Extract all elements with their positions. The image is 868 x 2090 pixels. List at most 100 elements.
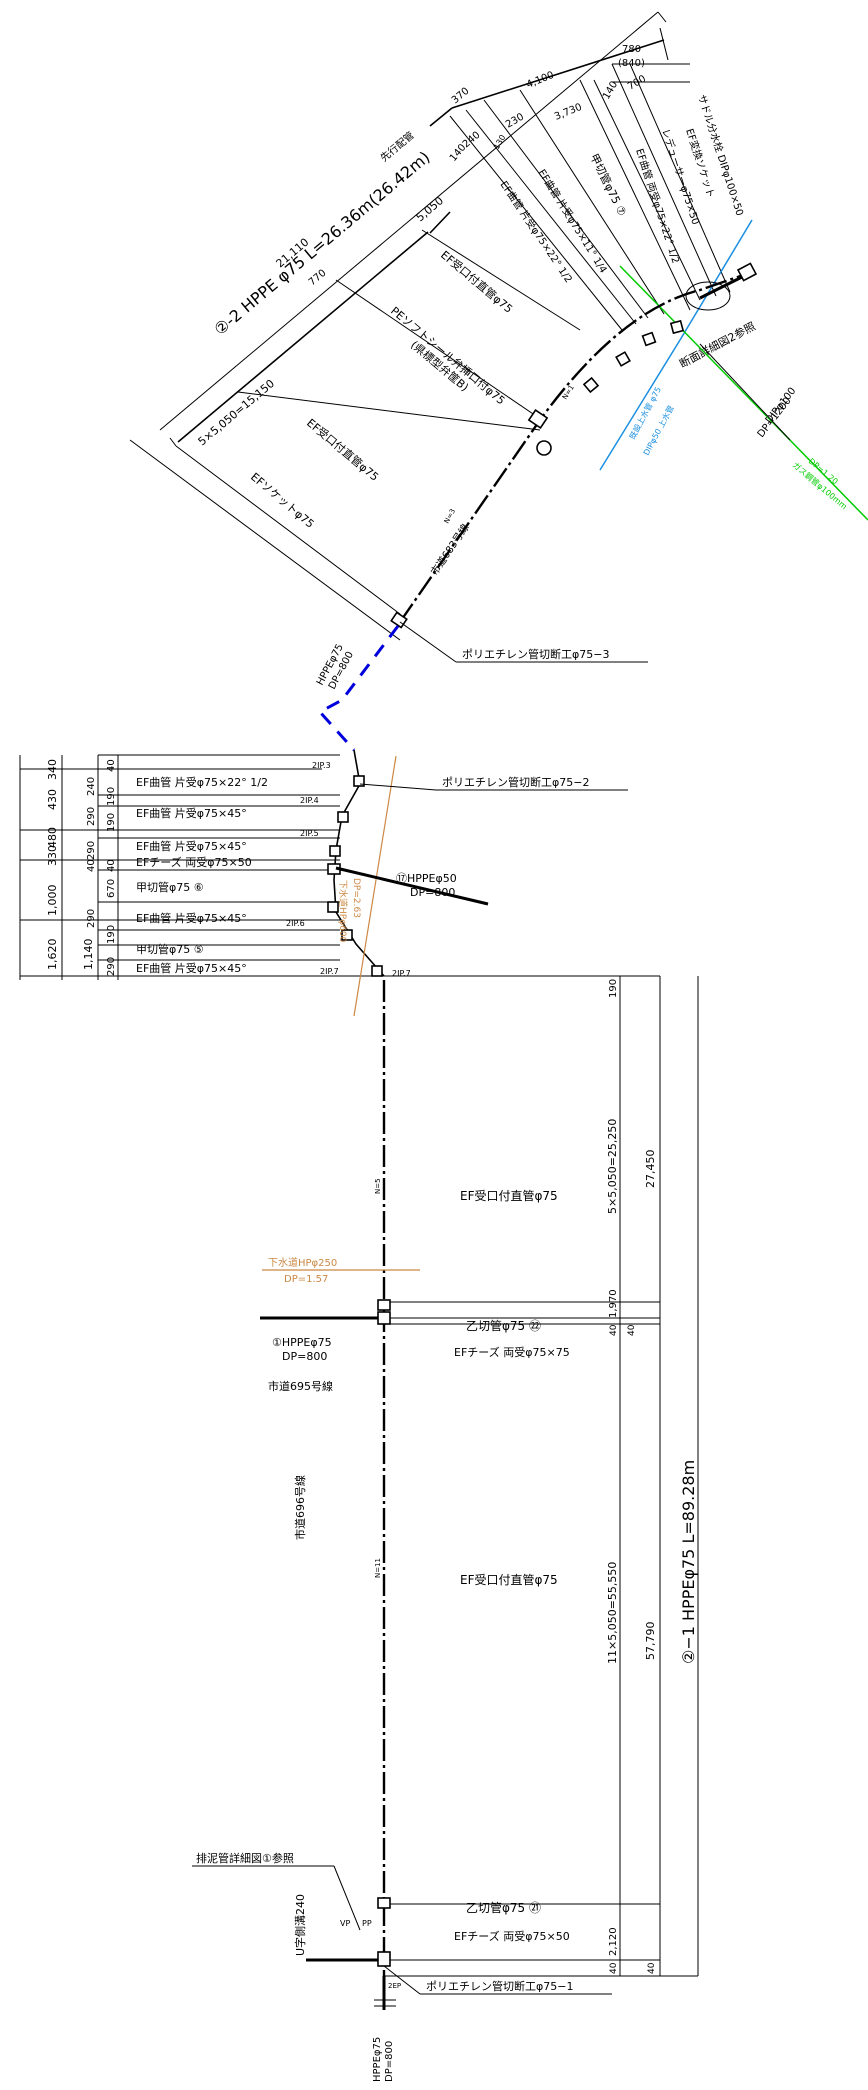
sewer-600-dp: DP=2.63 (351, 878, 361, 918)
ldim-1140: 1,140 (82, 939, 95, 971)
label-dip-dp: DP=1200 (756, 396, 794, 440)
idim-240: 240 (86, 777, 97, 796)
label-otsu-21: 乙切管φ75 ㉑ (466, 1900, 541, 1915)
pp-label: PP (362, 1919, 372, 1928)
bottom-dp: DP=800 (384, 2041, 395, 2082)
row-kou-6: 甲切管φ75 ⑥ (136, 880, 204, 894)
row-bend-45a: EF曲管 片受φ75×45° (136, 806, 247, 820)
idim-290a: 290 (86, 807, 97, 826)
dim-15150: 5×5,050=15,150 (196, 377, 277, 448)
label-ef-straight-1: EF受口付直管φ75 (304, 416, 382, 484)
hppe-1: ①HPPEφ75 (272, 1336, 332, 1349)
gas-line (619, 265, 868, 521)
sewer-250: 下水道HPφ250 (268, 1256, 337, 1269)
road-695: 市道695号線 (268, 1379, 333, 1393)
row-bend-45b: EF曲管 片受φ75×45° (136, 839, 247, 853)
dim-140a: 140 (601, 79, 620, 101)
ldim-340: 340 (46, 759, 59, 780)
blue-dashed-pipe (317, 625, 400, 752)
ldim-330: 330 (46, 845, 59, 866)
row-kou-5: 甲切管φ75 ⑤ (136, 942, 204, 956)
existing-water-line (679, 219, 753, 341)
vp-label: VP (340, 1919, 350, 1928)
dim-5050: 5,050 (414, 194, 446, 224)
label-otsu-22: 乙切管φ75 ㉒ (466, 1318, 541, 1333)
upper-section: ②-2 HPPE φ75 L=26.36m(26.42m) 先行配管 21,11… (129, 11, 868, 752)
row-tee: EFチーズ 両受φ75×50 (136, 855, 252, 869)
dim-40b: 40 (627, 1324, 637, 1336)
dim-840: (840) (618, 58, 645, 69)
main-title: ②−1 HPPEφ75 L=89.28m (679, 1460, 698, 1664)
dim-25250: 5×5,050=25,250 (606, 1119, 619, 1214)
idim-290d: 290 (106, 957, 117, 976)
dim-4100: 4,100 (525, 70, 556, 91)
label-n11: N=11 (374, 1558, 382, 1578)
idim-670: 670 (106, 879, 117, 898)
dim-240: 240 (461, 130, 483, 151)
drain-ref: 排泥管詳細図①参照 (196, 1851, 294, 1865)
sewer-250-dp: DP=1.57 (284, 1274, 328, 1285)
sewer-600-label: 下水道HPφ600 (337, 880, 349, 943)
label-tee-1: EFチーズ 両受φ75×75 (454, 1345, 570, 1359)
dim-40c: 40 (609, 1962, 619, 1974)
middle-section: EF曲管 片受φ75×22° 1/2 EF曲管 片受φ75×45° EF曲管 片… (19, 749, 628, 1017)
dim-780: 780 (622, 44, 641, 55)
label-n1: N=1 (561, 384, 576, 401)
row-bend-45d: EF曲管 片受φ75×45° (136, 961, 247, 975)
dim-700: 700 (626, 74, 648, 93)
dim-230: 230 (504, 112, 526, 131)
label-ef-straight-bottom: EF受口付直管φ75 (460, 1572, 558, 1587)
ip-3: 2IP.3 (312, 761, 331, 770)
row-bend-22: EF曲管 片受φ75×22° 1/2 (136, 775, 268, 789)
dim-40a: 40 (609, 1324, 619, 1336)
ip-5: 2IP.5 (300, 829, 319, 838)
pipe-upper (399, 270, 753, 623)
dim-2120: 2,120 (608, 1927, 619, 1956)
ip-7b: 2IP.7 (392, 969, 411, 978)
label-ef-socket: EFソケットφ75 (248, 470, 317, 530)
dim-190: 190 (608, 979, 619, 998)
dim-130: 130 (492, 133, 507, 151)
idim-190b: 190 (106, 813, 117, 832)
hppe-1-dp: DP=800 (282, 1350, 327, 1363)
idim-40a: 40 (106, 759, 117, 772)
ldim-430: 430 (46, 789, 59, 810)
hppe-50-dp: DP=800 (410, 886, 455, 899)
ldim-1620: 1,620 (46, 939, 59, 971)
label-kou-cut-7: 甲切管φ75 ⑦ (587, 151, 629, 218)
dim-55550: 11×5,050=55,550 (606, 1562, 619, 1664)
branch-50 (335, 866, 489, 906)
road-696: 市道696号線 (293, 1475, 307, 1540)
dim-27450: 27,450 (644, 1150, 657, 1189)
dim-57790: 57,790 (644, 1622, 657, 1661)
dim-40d: 40 (647, 1962, 657, 1974)
hppe-50: ⑰HPPEφ50 (396, 872, 457, 885)
ip-4: 2IP.4 (300, 796, 319, 805)
ldim-1000: 1,000 (46, 885, 59, 917)
row-bend-45c: EF曲管 片受φ75×45° (136, 911, 247, 925)
label-n5: N=5 (374, 1178, 382, 1194)
dim-3730: 3,730 (553, 102, 584, 123)
dim-770: 770 (307, 268, 329, 289)
idim-190c: 190 (106, 925, 117, 944)
label-tee-2: EFチーズ 両受φ75×50 (454, 1929, 570, 1943)
idim-40c: 40 (106, 859, 117, 872)
idim-290b: 290 (86, 841, 97, 860)
label-n3: N=3 (443, 507, 457, 524)
detail-circle (685, 281, 731, 311)
sewer-600-line (353, 755, 397, 1017)
cut-75-2: ポリエチレン管切断工φ75−2 (442, 775, 589, 789)
cut-75-1: ポリエチレン管切断工φ75−1 (426, 1979, 573, 1993)
bottom-hppe: HPPEφ75 (372, 2037, 383, 2082)
ip-7a: 2IP.7 (320, 967, 339, 976)
u-ditch: U字側溝240 (293, 1894, 307, 1956)
lower-section: 2IP.7 190 5×5,050=25,250 27,450 1,970 40… (192, 969, 699, 2082)
ip-6: 2IP.6 (286, 919, 305, 928)
label-ef-bend-22: EF曲管 片受φ75×22° 1/2 (498, 178, 576, 285)
dim-1970: 1,970 (608, 1289, 619, 1318)
label-pe-valve: PEソフトシール弁挿口付φ75 (388, 304, 508, 408)
label-ef-bend-11: EF曲管 片受φ75×11° 1/4 (535, 167, 610, 276)
idim-290c: 290 (86, 909, 97, 928)
label-ef-straight-top: EF受口付直管φ75 (460, 1188, 558, 1203)
